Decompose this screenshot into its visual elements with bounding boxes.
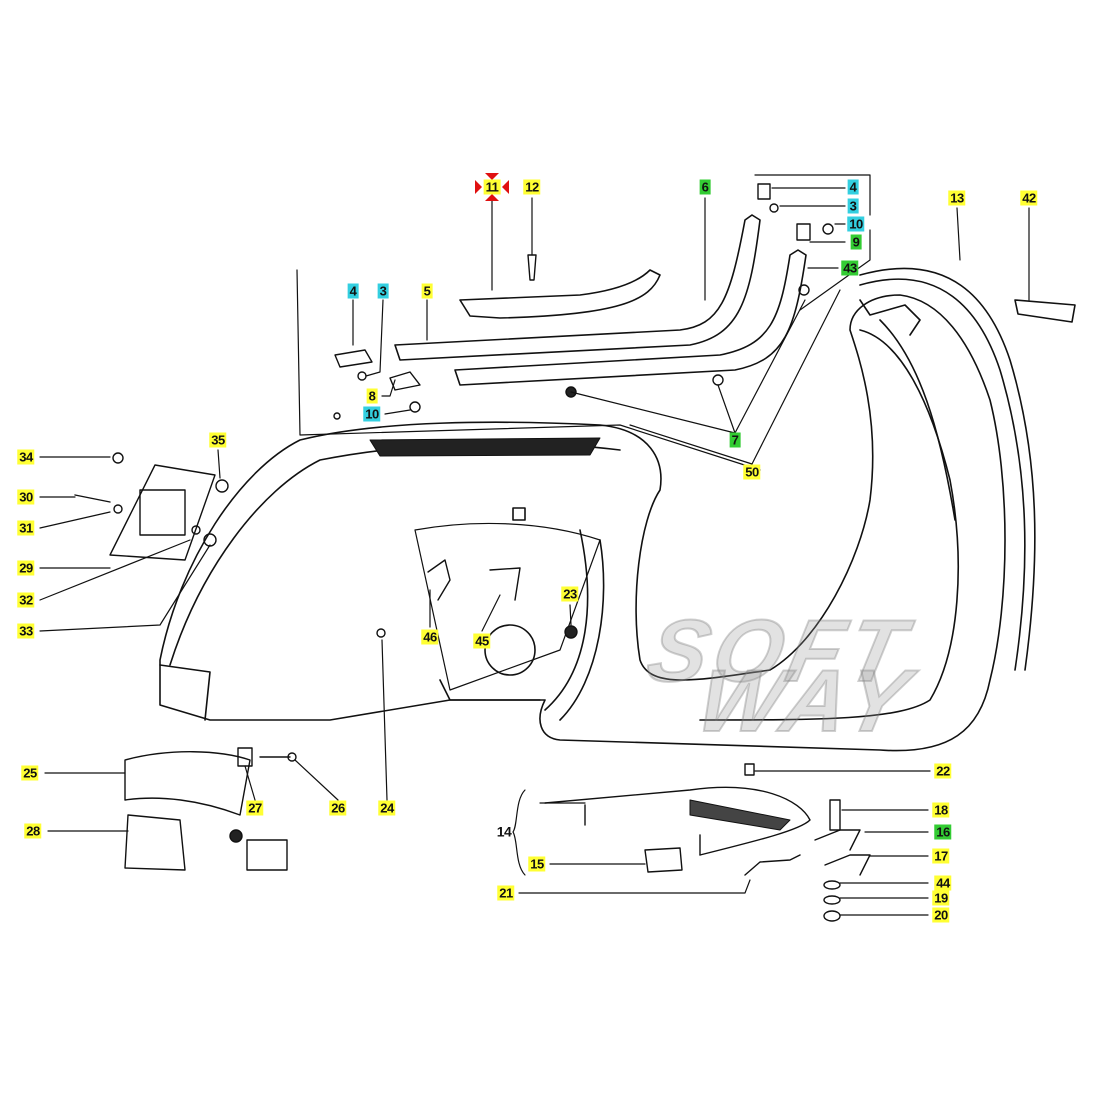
part-label-27: 27 bbox=[246, 800, 264, 816]
floor-runners bbox=[394, 214, 807, 386]
part-label-14: 14 bbox=[496, 823, 512, 840]
part-label-25: 25 bbox=[21, 765, 39, 781]
part-label-30: 30 bbox=[17, 489, 35, 505]
part-label-19: 19 bbox=[932, 890, 950, 906]
part-label-12: 12 bbox=[523, 179, 541, 195]
group-frame-lines bbox=[296, 174, 871, 471]
part-label-5: 5 bbox=[421, 283, 433, 299]
leader-lines bbox=[39, 187, 1030, 916]
part-label-34: 34 bbox=[17, 449, 35, 465]
part-label-24: 24 bbox=[378, 800, 396, 816]
watermark-logo-2: WAY bbox=[689, 650, 924, 751]
part-label-4: 4 bbox=[847, 179, 859, 195]
part-label-8: 8 bbox=[366, 388, 378, 404]
part-label-26: 26 bbox=[329, 800, 347, 816]
part-label-9: 9 bbox=[850, 234, 862, 250]
part-label-43: 43 bbox=[841, 260, 859, 276]
part-label-3: 3 bbox=[377, 283, 389, 299]
part-label-16: 16 bbox=[934, 824, 952, 840]
part-label-35: 35 bbox=[209, 432, 227, 448]
part-label-29: 29 bbox=[17, 560, 35, 576]
part-label-20: 20 bbox=[932, 907, 950, 923]
part-label-7: 7 bbox=[729, 432, 741, 448]
part-label-21: 21 bbox=[497, 885, 515, 901]
part-label-4: 4 bbox=[347, 283, 359, 299]
part-label-42: 42 bbox=[1020, 190, 1038, 206]
part-label-13: 13 bbox=[948, 190, 966, 206]
selection-marker-icon bbox=[475, 173, 509, 201]
part-label-33: 33 bbox=[17, 623, 35, 639]
part-label-31: 31 bbox=[17, 520, 35, 536]
part-label-11: 11 bbox=[483, 179, 501, 195]
part-label-6: 6 bbox=[699, 179, 711, 195]
small-parts bbox=[74, 183, 871, 922]
part-label-32: 32 bbox=[17, 592, 35, 608]
part-label-45: 45 bbox=[473, 633, 491, 649]
part-label-3: 3 bbox=[847, 198, 859, 214]
part-label-28: 28 bbox=[24, 823, 42, 839]
part-label-10: 10 bbox=[847, 216, 865, 232]
part-label-18: 18 bbox=[932, 802, 950, 818]
part-label-50: 50 bbox=[743, 464, 761, 480]
trim-strips bbox=[859, 267, 1076, 671]
part-label-17: 17 bbox=[932, 848, 950, 864]
part-label-46: 46 bbox=[421, 629, 439, 645]
part-label-22: 22 bbox=[934, 763, 952, 779]
part-label-44: 44 bbox=[934, 875, 952, 891]
part-label-15: 15 bbox=[528, 856, 546, 872]
body-shell bbox=[159, 294, 1006, 752]
part-label-10: 10 bbox=[363, 406, 381, 422]
part-label-23: 23 bbox=[561, 586, 579, 602]
